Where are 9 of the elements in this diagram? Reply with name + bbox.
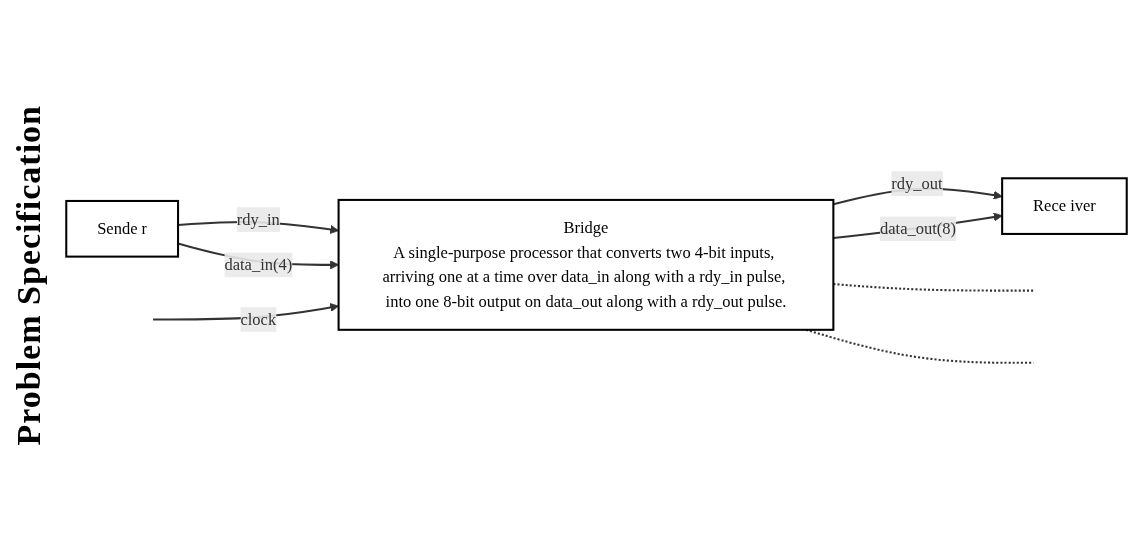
node-box: Bridge A single-purpose processor that converts two 4-bit inputs, arriving one at a time over data_in along with a rdy_in pulse, into one 8-bit output on data_out along with a rdy_out pulse. — [337, 199, 835, 332]
edge-label: data_out(8) — [880, 219, 957, 238]
edge-label: clock — [240, 310, 277, 328]
rotated-heading: Problem Specification — [10, 104, 48, 446]
edge-label: rdy_in — [236, 210, 280, 229]
node-box: Rece iver — [1001, 177, 1128, 236]
edge-label: data_in(4) — [224, 255, 293, 274]
node-box: Sende r — [65, 200, 180, 258]
edge-label: rdy_out — [891, 174, 943, 193]
